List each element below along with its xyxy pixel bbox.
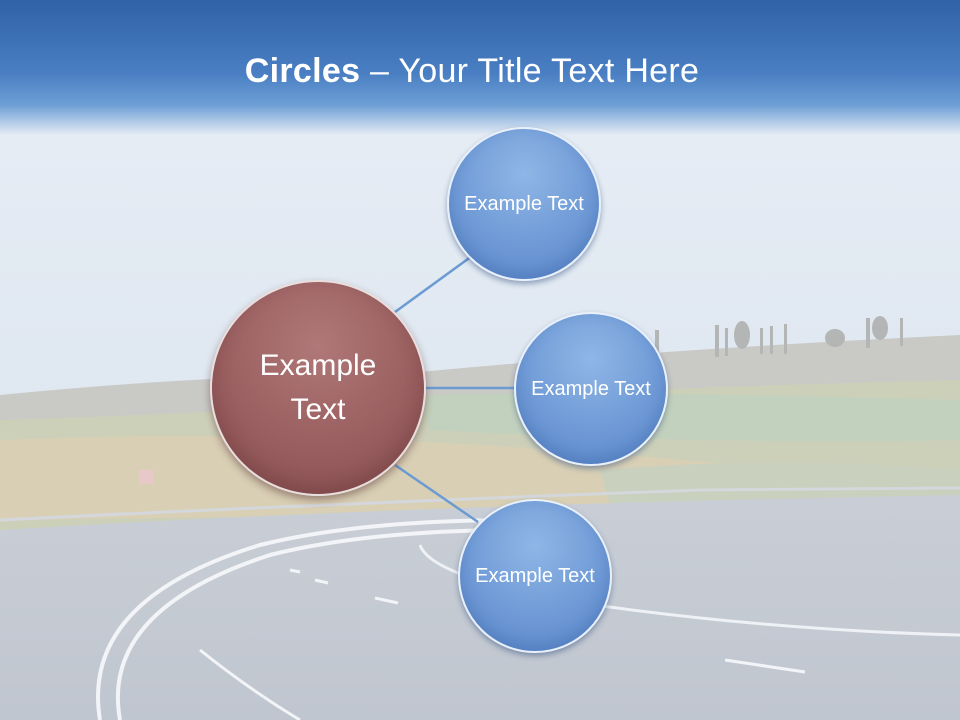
connector-to-top-node <box>394 254 473 314</box>
node-circle-top[interactable]: Example Text <box>447 127 601 281</box>
node-circle-bottom[interactable]: Example Text <box>458 499 612 653</box>
node-circle-middle[interactable]: Example Text <box>514 312 668 466</box>
title-bold-part: Circles <box>244 52 361 90</box>
node-middle-label: Example Text <box>531 378 651 400</box>
connector-to-bottom-node <box>394 463 479 524</box>
node-bottom-label: Example Text <box>475 565 595 587</box>
slide-title: Circles – Your Title Text Here <box>0 52 944 91</box>
node-top-label: Example Text <box>464 193 584 215</box>
tree-line <box>655 316 903 357</box>
title-rest-part: – Your Title Text Here <box>360 52 700 90</box>
center-circle[interactable]: Example Text <box>210 280 426 496</box>
center-circle-label: Example Text <box>259 349 377 426</box>
title-bar <box>0 0 960 135</box>
